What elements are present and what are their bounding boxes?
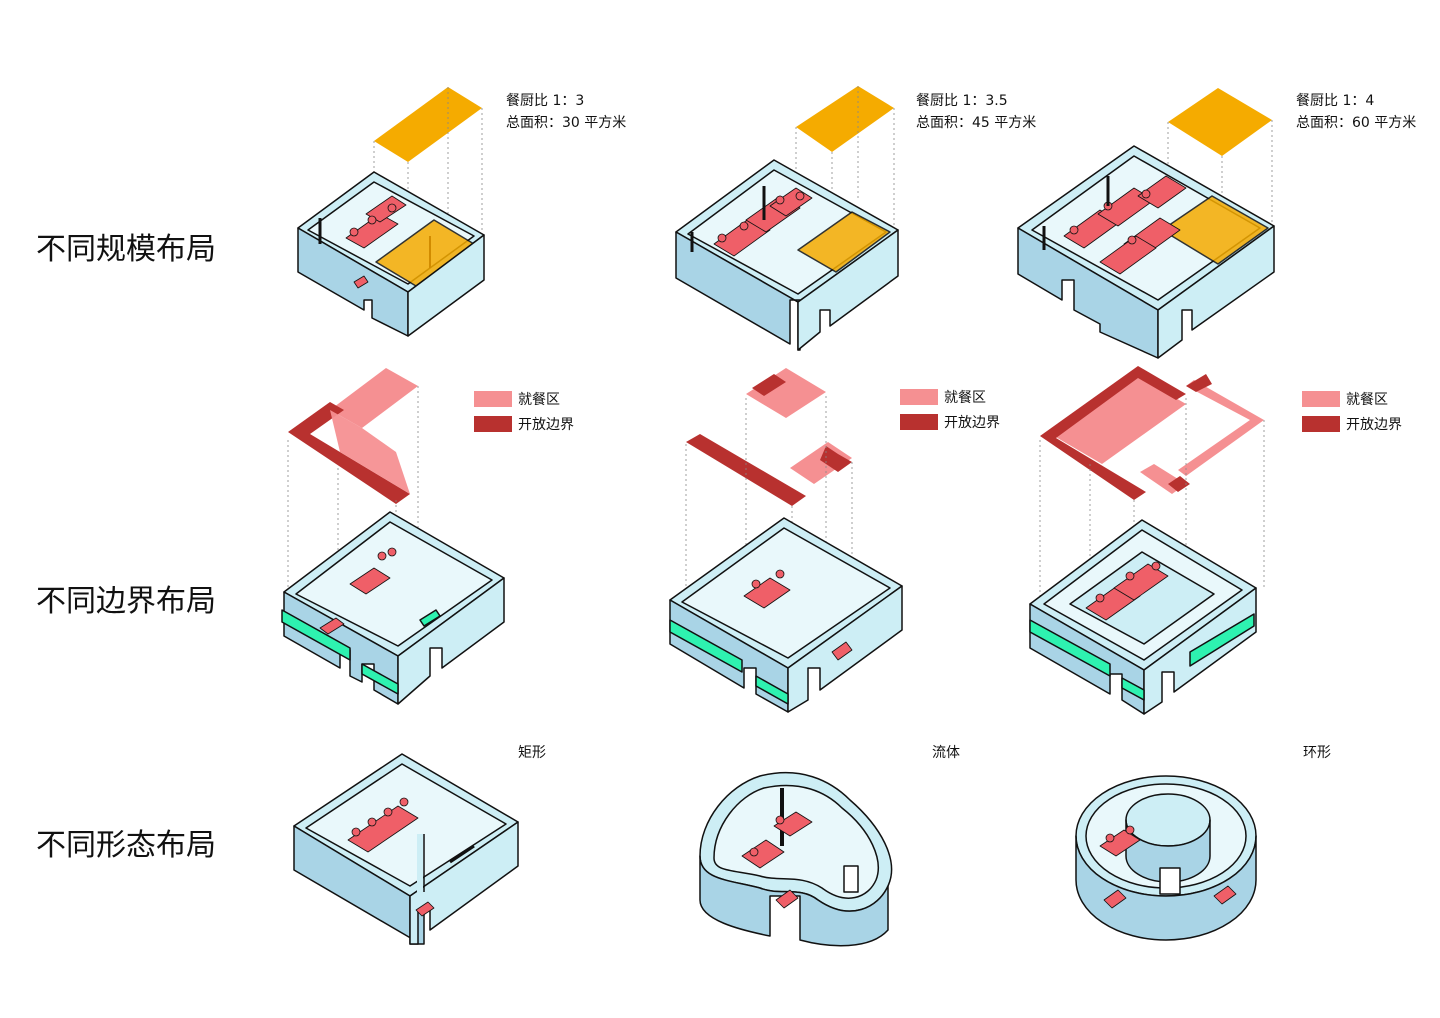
boundary-plane — [288, 402, 410, 504]
boundary-model-1 — [281, 368, 505, 705]
dining-plane — [746, 368, 826, 418]
ratio-text: 餐厨比 1：3 — [506, 93, 585, 109]
boundary-plane — [1040, 366, 1186, 500]
shape-label-rect: 矩形 — [518, 745, 546, 761]
kitchen-plane — [374, 87, 482, 162]
form-model-fluid — [699, 772, 893, 947]
boundary-plane — [820, 446, 852, 472]
scale-label-2: 餐厨比 1：3.5 总面积：45 平方米 — [916, 90, 1036, 134]
boundary-plane — [752, 374, 786, 396]
boundary-plane — [1168, 476, 1190, 492]
legend-item-boundary: 开放边界 — [1302, 411, 1402, 436]
scale-model-1 — [297, 87, 485, 337]
scale-label-3: 餐厨比 1：4 总面积：60 平方米 — [1296, 90, 1416, 134]
ratio-text: 餐厨比 1：4 — [1296, 93, 1375, 109]
legend-item-dining: 就餐区 — [1302, 386, 1402, 411]
legend-item-dining: 就餐区 — [900, 384, 1000, 409]
area-text: 总面积：30 平方米 — [506, 115, 627, 131]
scale-model-3 — [1017, 88, 1275, 359]
form-model-rect — [293, 753, 519, 945]
dining-plane — [1054, 376, 1186, 464]
legend-1: 就餐区 开放边界 — [474, 386, 574, 436]
legend-3: 就餐区 开放边界 — [1302, 386, 1402, 436]
dining-plane — [1178, 380, 1264, 476]
row-title-form: 不同形态布局 — [36, 828, 216, 863]
form-model-ring — [1075, 775, 1257, 941]
scale-label-1: 餐厨比 1：3 总面积：30 平方米 — [506, 90, 626, 134]
boundary-model-3 — [1029, 366, 1265, 715]
row-title-scale: 不同规模布局 — [36, 232, 216, 267]
boundary-model-2 — [669, 368, 903, 713]
area-text: 总面积：60 平方米 — [1296, 115, 1417, 131]
boundary-plane — [1186, 374, 1212, 392]
kitchen-plane — [1168, 88, 1272, 156]
dining-plane — [790, 442, 852, 484]
row-title-boundary: 不同边界布局 — [36, 584, 216, 619]
legend-2: 就餐区 开放边界 — [900, 384, 1000, 434]
ratio-text: 餐厨比 1：3.5 — [916, 93, 1008, 109]
scale-model-2 — [675, 86, 899, 351]
legend-item-boundary: 开放边界 — [900, 409, 1000, 434]
kitchen-plane — [796, 86, 894, 152]
area-text: 总面积：45 平方米 — [916, 115, 1037, 131]
legend-item-dining: 就餐区 — [474, 386, 574, 411]
shape-label-fluid: 流体 — [932, 745, 960, 761]
legend-item-boundary: 开放边界 — [474, 411, 574, 436]
dining-plane — [330, 368, 418, 428]
shape-label-ring: 环形 — [1303, 745, 1331, 761]
